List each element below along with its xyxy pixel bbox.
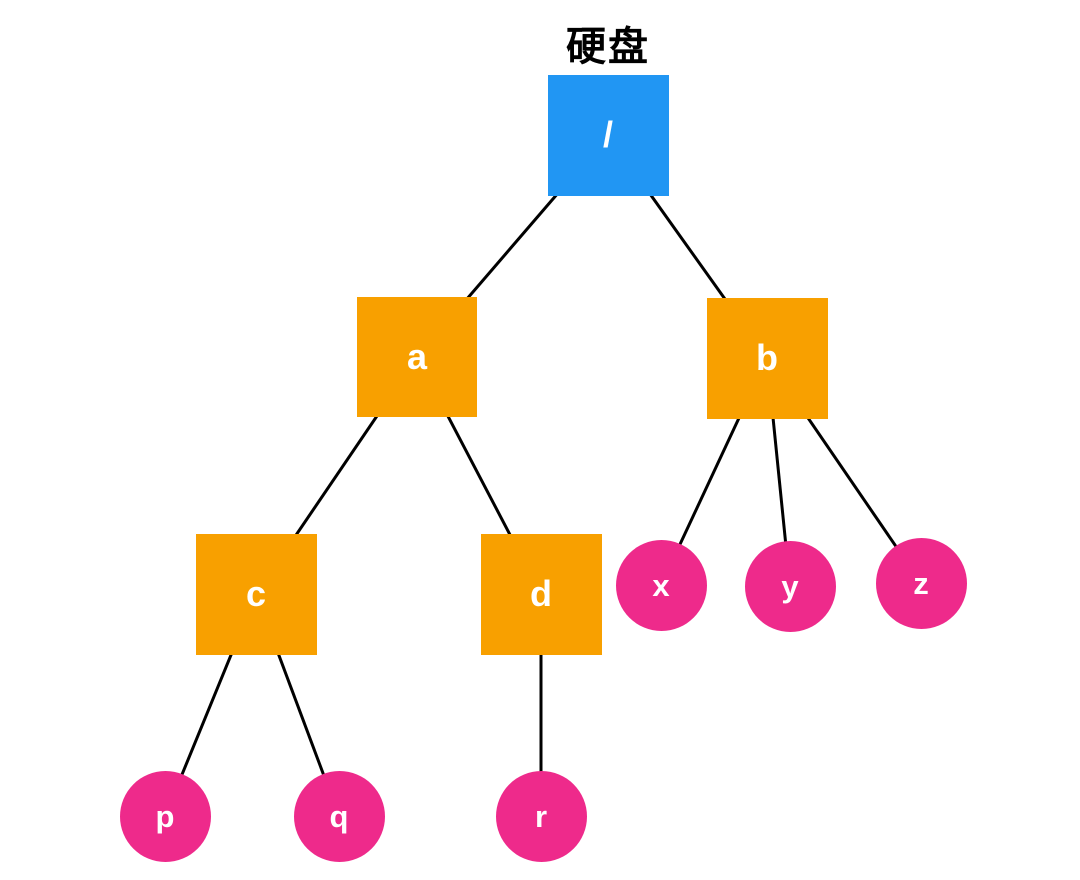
tree-node-d: d [480, 533, 602, 655]
tree-node-c: c [195, 533, 317, 655]
node-label-q: q [329, 798, 349, 834]
node-label-a: a [406, 336, 428, 377]
node-label-x: x [652, 567, 670, 603]
tree-node-root: / [547, 74, 669, 196]
node-label-c: c [245, 573, 267, 614]
tree-node-x: x [615, 539, 707, 631]
tree-node-y: y [744, 540, 836, 632]
tree-node-b: b [706, 297, 828, 419]
node-label-root: / [602, 114, 613, 155]
node-label-r: r [534, 798, 548, 834]
tree-node-a: a [357, 297, 477, 417]
node-label-b: b [756, 337, 778, 378]
node-label-z: z [913, 565, 929, 601]
node-label-d: d [530, 573, 552, 614]
tree-node-p: p [119, 770, 211, 862]
tree-node-z: z [875, 537, 967, 629]
diagram-title: 硬盘 [566, 25, 650, 69]
node-label-p: p [155, 798, 175, 834]
node-label-y: y [781, 568, 799, 604]
tree-node-r: r [495, 770, 587, 862]
tree-node-q: q [293, 770, 385, 862]
